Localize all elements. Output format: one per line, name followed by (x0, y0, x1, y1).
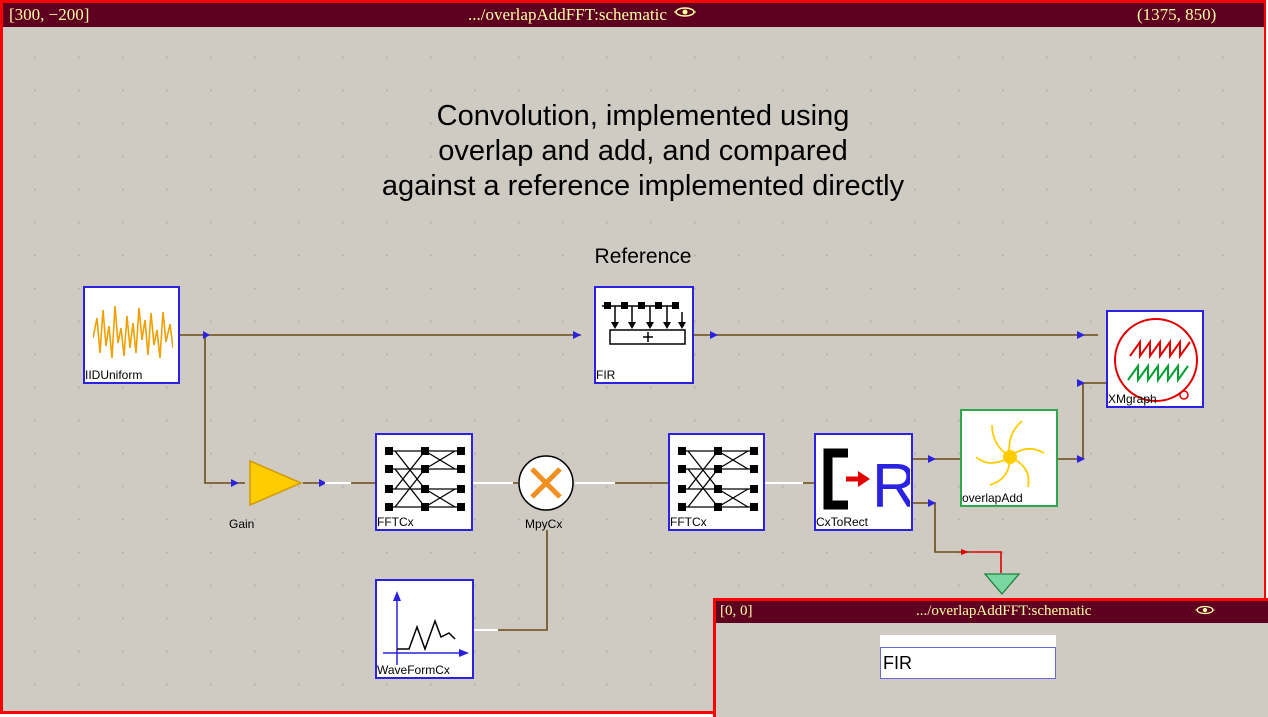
canvas-heading: Convolution, implemented using overlap a… (253, 99, 1033, 204)
wire-cxtorect-sink (913, 502, 971, 553)
triangle-amplifier-icon (249, 459, 303, 507)
c-to-r-icon: R (823, 448, 910, 515)
wires-layer (180, 331, 1106, 631)
heading-line-2: overlap and add, and compared (438, 135, 848, 167)
fft-cx-label-1: FFTCx (377, 515, 414, 529)
iid-uniform-label: IIDUniform (85, 368, 143, 382)
cx-to-rect-block[interactable]: R CxToRect (814, 433, 913, 531)
eye-icon[interactable] (1194, 603, 1216, 622)
heading-line-3: against a reference implemented directly (381, 170, 905, 202)
window-titlebar[interactable]: [300, −200] .../overlapAddFFT:schematic … (3, 3, 1264, 27)
popup-titlebar[interactable]: [0, 0] .../overlapAddFFT:schematic (716, 601, 1268, 623)
overlap-add-label: overlapAdd (962, 491, 1023, 505)
scope-graph-icon (1114, 318, 1198, 402)
multiply-icon (518, 455, 574, 511)
null-sink-block[interactable] (983, 571, 1021, 597)
eye-icon[interactable] (673, 4, 697, 25)
input-top-strip (880, 635, 1056, 647)
wire-overlap-xmgraph (1057, 382, 1106, 460)
block-name-input[interactable]: FIR (880, 647, 1056, 679)
cx-to-rect-label: CxToRect (816, 515, 869, 529)
wire-sink-red (971, 551, 1002, 573)
waveform-cx-block[interactable]: WaveFormCx (375, 579, 474, 679)
overlap-add-block[interactable]: overlapAdd (960, 409, 1058, 507)
gain-label: Gain (229, 517, 255, 531)
svg-text:R: R (872, 452, 910, 515)
noise-waveform-icon (93, 305, 173, 359)
sun-spiral-icon (975, 420, 1045, 488)
butterfly-icon (385, 447, 465, 511)
null-sink-triangle-icon (983, 573, 1021, 596)
mpy-cx-block[interactable] (517, 454, 575, 512)
gain-block[interactable] (243, 457, 305, 509)
xmgraph-block[interactable]: XMgraph (1106, 310, 1204, 408)
xmgraph-label: XMgraph (1108, 392, 1157, 406)
fir-block[interactable]: FIR (594, 286, 694, 384)
fft-cx-block-1[interactable]: FFTCx (375, 433, 473, 531)
fir-filter-icon (602, 302, 686, 345)
coord-right: (1375, 850) (1137, 5, 1217, 24)
wire-waveform-mpy (474, 530, 548, 631)
heading-line-1: Convolution, implemented using (436, 100, 850, 132)
iid-uniform-block[interactable]: IIDUniform (83, 286, 180, 384)
wire-iid-gain (204, 335, 245, 484)
mpy-cx-label: MpyCx (525, 517, 563, 531)
coord-left: [300, −200] (9, 5, 90, 24)
popup-title: .../overlapAddFFT:schematic (916, 603, 1092, 619)
fft-cx-block-2[interactable]: FFTCx (668, 433, 765, 531)
fir-label: FIR (596, 368, 616, 382)
popup-window[interactable]: [0, 0] .../overlapAddFFT:schematic FIR (713, 598, 1268, 717)
waveform-plot-icon (383, 591, 469, 665)
fft-cx-label-2: FFTCx (670, 515, 707, 529)
popup-coord-left: [0, 0] (720, 603, 753, 619)
reference-label: Reference (594, 245, 692, 268)
waveform-cx-label: WaveFormCx (377, 663, 450, 677)
window-title: .../overlapAddFFT:schematic (468, 5, 667, 24)
butterfly-icon (678, 447, 758, 511)
